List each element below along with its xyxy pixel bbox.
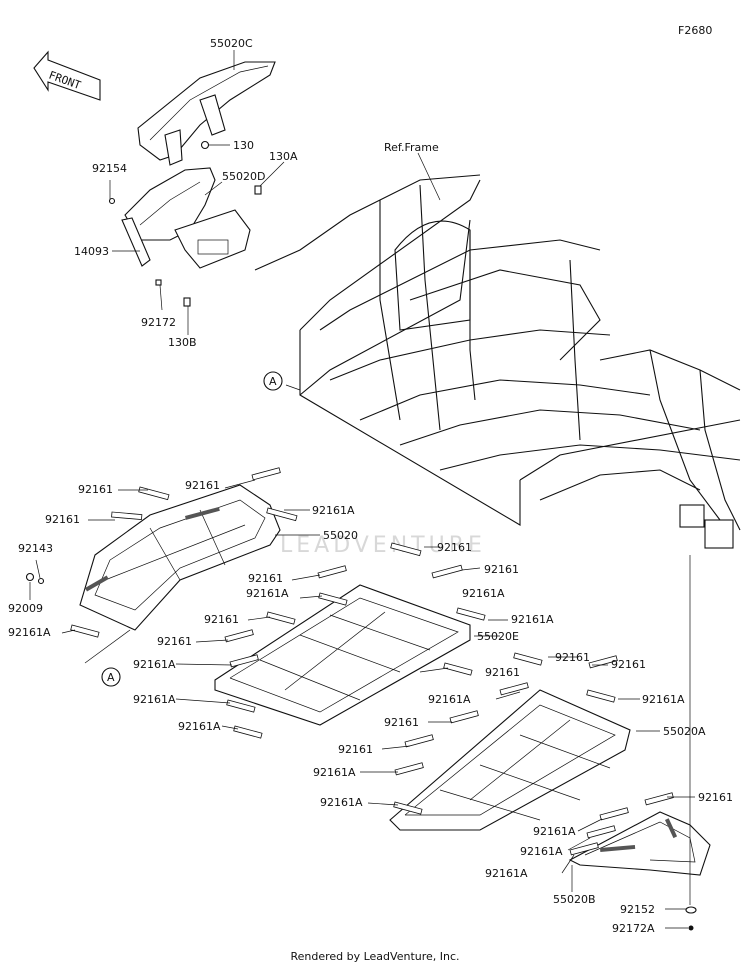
part-label-92161A: 92161A xyxy=(511,613,554,626)
strip-icon xyxy=(317,565,347,579)
part-label-92161: 92161 xyxy=(45,513,80,526)
strip-icon xyxy=(70,624,100,638)
callout-a-skid: A xyxy=(101,667,121,687)
part-label-92161A: 92161A xyxy=(533,825,576,838)
upper-guard-55020C xyxy=(137,61,276,166)
part-label-92161: 92161 xyxy=(185,479,220,492)
strip-icon xyxy=(318,592,348,606)
part-label-55020A: 55020A xyxy=(663,725,706,738)
part-label-92009: 92009 xyxy=(8,602,43,615)
strip-icon xyxy=(226,699,256,713)
bolt-130-icon xyxy=(200,140,210,150)
strip-icon xyxy=(644,792,674,806)
part-label-92161A: 92161A xyxy=(8,626,51,639)
washer-92152-icon xyxy=(685,906,697,914)
part-label-92161A: 92161A xyxy=(642,693,685,706)
part-label-92161: 92161 xyxy=(78,483,113,496)
part-label-92161: 92161 xyxy=(384,716,419,729)
bolt-92143-icon xyxy=(37,577,45,585)
part-label-92143: 92143 xyxy=(18,542,53,555)
strip-icon xyxy=(499,682,529,696)
strip-icon xyxy=(251,467,281,481)
part-label-55020B: 55020B xyxy=(553,893,596,906)
strip-icon xyxy=(404,734,434,748)
part-label-92161: 92161 xyxy=(611,658,646,671)
part-label-55020: 55020 xyxy=(323,529,358,542)
part-label-92161A: 92161A xyxy=(133,658,176,671)
part-label-92161: 92161 xyxy=(204,613,239,626)
skid-plate-55020 xyxy=(79,484,281,631)
part-label-14093: 14093 xyxy=(74,245,109,258)
part-label-55020E: 55020E xyxy=(477,630,519,643)
part-label-92161A: 92161A xyxy=(428,693,471,706)
vehicle-frame xyxy=(254,174,741,549)
part-label-92152: 92152 xyxy=(620,903,655,916)
part-label-92161A: 92161A xyxy=(313,766,356,779)
strip-icon xyxy=(394,762,424,776)
skid-plate-55020A xyxy=(389,689,631,831)
part-label-92161A: 92161A xyxy=(462,587,505,600)
part-label-92172A: 92172A xyxy=(612,922,655,935)
footer-credit: Rendered by LeadVenture, Inc. xyxy=(290,950,460,963)
strip-icon xyxy=(229,654,259,668)
leader-lines xyxy=(29,50,695,929)
ref-frame-label: Ref.Frame xyxy=(384,141,439,154)
strip-icon xyxy=(456,607,486,621)
strip-icon xyxy=(224,629,254,643)
strip-icon xyxy=(266,507,298,522)
washer-92009-icon xyxy=(25,572,35,582)
strip-icon xyxy=(569,842,599,856)
part-label-92161A: 92161A xyxy=(485,867,528,880)
nut-92172-icon xyxy=(155,279,162,286)
strip-icon xyxy=(266,611,296,625)
part-label-92161A: 92161A xyxy=(246,587,289,600)
strip-icon xyxy=(431,564,463,579)
mid-guard-55020D xyxy=(124,167,251,269)
skid-plate-55020B xyxy=(568,811,711,876)
part-label-92161: 92161 xyxy=(338,743,373,756)
strip-icon xyxy=(599,807,629,821)
nut-92172A-icon xyxy=(688,925,694,931)
part-label-55020C: 55020C xyxy=(210,37,253,50)
strip-icon xyxy=(138,486,170,501)
part-label-92161: 92161 xyxy=(157,635,192,648)
part-label-92161: 92161 xyxy=(437,541,472,554)
bolt-92154-icon xyxy=(108,197,116,205)
part-label-55020D: 55020D xyxy=(222,170,265,183)
strip-icon xyxy=(111,511,143,521)
strip-icon xyxy=(586,825,616,839)
callout-a-skid-label: A xyxy=(107,671,115,684)
part-label-92161: 92161 xyxy=(698,791,733,804)
part-label-92161: 92161 xyxy=(248,572,283,585)
strip-icon xyxy=(449,710,479,724)
part-label-92161A: 92161A xyxy=(320,796,363,809)
part-label-130: 130 xyxy=(233,139,254,152)
part-label-92161A: 92161A xyxy=(520,845,563,858)
part-label-92161: 92161 xyxy=(555,651,590,664)
strip-icon xyxy=(443,662,473,676)
strip-icon xyxy=(586,689,616,703)
part-label-92161A: 92161A xyxy=(178,720,221,733)
bolt-130B-icon xyxy=(183,297,191,307)
front-arrow-icon: FRONT xyxy=(33,50,101,101)
part-label-130A: 130A xyxy=(269,150,298,163)
callout-a-frame-label: A xyxy=(269,375,277,388)
part-label-92172: 92172 xyxy=(141,316,176,329)
part-label-92161A: 92161A xyxy=(312,504,355,517)
diagram-code: F2680 xyxy=(678,24,712,37)
part-label-92161: 92161 xyxy=(485,666,520,679)
strip-icon xyxy=(513,652,543,666)
part-label-92161: 92161 xyxy=(484,563,519,576)
part-label-130B: 130B xyxy=(168,336,197,349)
strip-icon xyxy=(233,725,263,739)
strip-icon xyxy=(390,542,422,557)
callout-a-frame: A xyxy=(263,371,283,391)
part-label-92161A: 92161A xyxy=(133,693,176,706)
part-label-92154: 92154 xyxy=(92,162,127,175)
skid-plate-55020E xyxy=(214,584,471,726)
bolt-130A-icon xyxy=(254,185,262,195)
watermark: LEADVENTURE xyxy=(280,533,486,558)
